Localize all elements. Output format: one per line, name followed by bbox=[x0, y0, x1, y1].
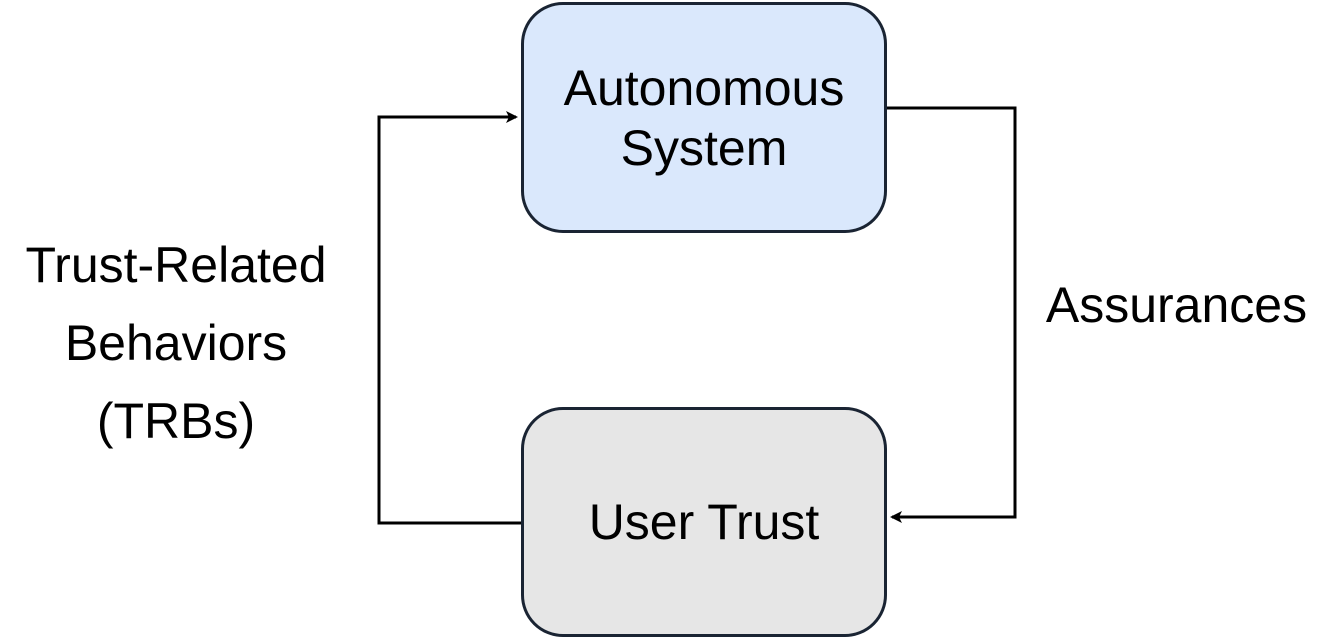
trbs-edge-label-line-3: (TRBs) bbox=[96, 393, 256, 449]
assurances-edge-label-line-1: Assurances bbox=[1045, 277, 1308, 333]
user-trust-label-line-1: User Trust bbox=[588, 494, 820, 550]
user-trust-node: User Trust bbox=[521, 407, 887, 637]
user-trust-label: User Trust bbox=[589, 492, 820, 552]
autonomous-system-node: Autonomous System bbox=[521, 2, 887, 233]
autonomous-system-label: Autonomous System bbox=[564, 58, 845, 178]
trbs-edge bbox=[377, 111, 521, 525]
trbs-edge-label-line-2: Behaviors bbox=[64, 315, 288, 371]
assurances-edge-label: Assurances bbox=[1022, 266, 1331, 344]
trbs-edge-label-line-1: Trust-Related bbox=[25, 237, 327, 293]
assurances-edge bbox=[887, 106, 1017, 523]
autonomous-system-label-line-2: System bbox=[620, 119, 788, 176]
trbs-edge-label: Trust-Related Behaviors (TRBs) bbox=[0, 226, 352, 460]
autonomous-system-label-line-1: Autonomous bbox=[563, 59, 845, 116]
